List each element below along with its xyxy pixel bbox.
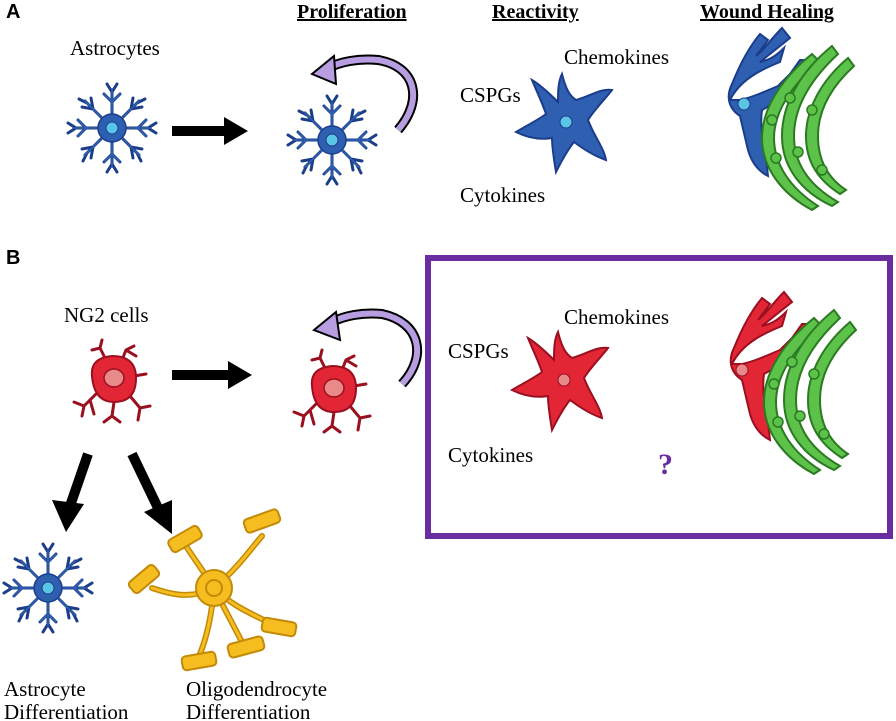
reactive-ng2-cell-icon (511, 331, 609, 431)
fibroblast-icon (761, 45, 855, 211)
reactive-astrocyte-icon (515, 73, 613, 173)
proliferating-ng2-cell-icon (292, 348, 372, 434)
astrocyte-icon (66, 82, 158, 174)
ng2-cell-icon (72, 338, 152, 424)
header-reactivity: Reactivity (492, 1, 579, 23)
oligo-diff-line2: Differentiation (186, 700, 311, 721)
cytokines-label-a: Cytokines (460, 183, 545, 207)
differentiated-astrocyte-icon (2, 542, 94, 634)
question-mark: ? (658, 448, 673, 481)
curved-arrow-icon (310, 54, 419, 134)
arrow-icon (172, 361, 252, 389)
arrow-icon (172, 117, 248, 145)
oligo-diff-line1: Oligodendrocyte (186, 677, 327, 701)
ng2-cells-label: NG2 cells (64, 303, 149, 327)
panel-a-label: A (6, 1, 20, 23)
arrow-icon (52, 452, 93, 532)
astrocyte-diff-line2: Differentiation (4, 700, 129, 721)
arrow-icon (127, 451, 172, 534)
cspgs-label-a: CSPGs (460, 83, 521, 107)
cytokines-label-b: Cytokines (448, 443, 533, 467)
wound-healing-cells-a (727, 26, 855, 211)
cspgs-label-b: CSPGs (448, 339, 509, 363)
fibroblast-icon (763, 309, 857, 475)
astrocyte-diff-line1: Astrocyte (4, 677, 86, 701)
header-proliferation: Proliferation (297, 1, 407, 23)
chemokines-label-a: Chemokines (564, 45, 669, 69)
chemokines-label-b: Chemokines (564, 305, 669, 329)
astrocytes-label: Astrocytes (70, 36, 160, 60)
wound-healing-cells-b (729, 290, 857, 475)
oligodendrocyte-icon (127, 508, 298, 672)
panel-b-label: B (6, 247, 20, 269)
header-wound-healing: Wound Healing (700, 1, 834, 23)
curved-arrow-icon (312, 308, 423, 388)
hypothesis-box (425, 255, 893, 539)
proliferating-astrocyte-icon (286, 94, 378, 186)
